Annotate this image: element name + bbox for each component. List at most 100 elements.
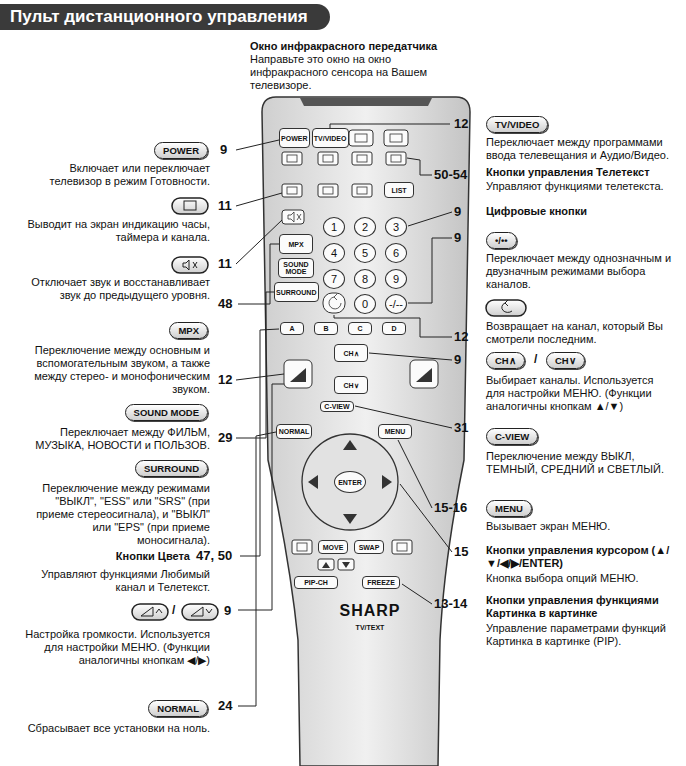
callout-number: 15 <box>454 544 468 559</box>
icon-button <box>352 184 372 197</box>
model-name: TV/TEXT <box>300 624 440 631</box>
description-text: Выводит на экран индикацию часы, таймера… <box>25 218 210 244</box>
description-text: Переключает между ФИЛЬМ, МУЗЫКА, НОВОСТИ… <box>20 426 210 452</box>
callout-number: 9 <box>220 142 227 157</box>
callout-number: 12 <box>454 329 468 344</box>
remote-button: CH∧ <box>334 344 368 362</box>
digit-button: 8 <box>354 269 376 289</box>
button-pill: MPX <box>169 322 208 339</box>
callout-number: 9 <box>454 352 461 367</box>
callout-number: 11 <box>218 198 232 213</box>
icon-pill <box>132 604 168 620</box>
remote-button: NORMAL <box>276 424 312 439</box>
leader-line <box>236 193 282 206</box>
description-text: Отключает звук и восстанавливает звук до… <box>25 276 210 302</box>
leader-line <box>408 212 452 226</box>
button-pill: CH∨ <box>546 352 585 369</box>
button-text: A <box>289 325 294 332</box>
remote-button: MOVE <box>318 540 348 554</box>
remote-button: SOUND MODE <box>278 258 314 278</box>
button-text: 1 <box>331 221 337 233</box>
leader-line <box>398 440 432 508</box>
digit-button: 5 <box>354 243 376 263</box>
icon-glyph <box>391 155 401 162</box>
description-text: Выбирает каналы. Используется для настро… <box>486 374 671 413</box>
remote-button: D <box>382 322 406 335</box>
ir-window <box>300 98 432 106</box>
leader-line <box>238 244 279 304</box>
icon-glyph <box>323 187 333 194</box>
icon-button <box>282 152 302 165</box>
button-text: ENTER <box>338 479 362 486</box>
icon-pill <box>132 198 526 620</box>
description-text: Переключает между однозначным и двузначн… <box>486 252 676 291</box>
description-text: Переключение между ВЫКЛ, ТЕМНЫЙ, СРЕДНИЙ… <box>486 450 671 476</box>
icon-glyph <box>323 155 333 162</box>
remote-button: LIST <box>384 182 414 198</box>
button-text: 4 <box>331 247 337 259</box>
digit-button: -/-- <box>385 294 407 314</box>
icon-button <box>410 360 438 388</box>
callout-number: 9 <box>224 603 231 618</box>
button-text: 2 <box>362 221 368 233</box>
icon-glyph <box>287 155 297 162</box>
cursor-pad <box>302 434 398 530</box>
heading-text: Окно инфракрасного передатчика <box>250 40 480 53</box>
digit-button: 0 <box>354 294 376 314</box>
button-text: SURROUND <box>144 463 199 474</box>
leader-line <box>238 384 284 610</box>
icon-button <box>384 130 408 146</box>
remote-button: TV/VIDEO <box>312 128 349 148</box>
cursor-arrow <box>382 475 392 489</box>
callout-number: 29 <box>218 430 232 445</box>
button-text: 5 <box>362 247 368 259</box>
cursor-arrow <box>308 475 318 489</box>
description-text: Переключение между режимами "ВЫКЛ", "ESS… <box>25 482 210 547</box>
description-text: Направьте это окно на окно инфракрасного… <box>250 53 465 92</box>
heading-text: Кнопки Цвета <box>25 550 190 563</box>
description-text: Управление параметрами функций Картинка … <box>486 622 671 648</box>
button-text: 6 <box>393 247 399 259</box>
button-pill: NORMAL <box>148 700 208 717</box>
icon-button <box>386 152 406 165</box>
remote-button: SWAP <box>354 540 384 554</box>
icon-pill <box>486 300 526 316</box>
leader-line <box>402 584 432 604</box>
remote-control: SHARPTV/TEXTPOWERTV/VIDEOLISTMPXSOUND MO… <box>258 95 474 766</box>
enter-button: ENTER <box>334 471 366 493</box>
remote-button: B <box>314 322 338 335</box>
callout-number: 12 <box>454 116 468 131</box>
button-pill: POWER <box>154 142 208 159</box>
callout-number: 47, 50 <box>196 548 232 563</box>
button-text: POWER <box>163 145 199 156</box>
button-text: SWAP <box>359 544 380 551</box>
button-text: FREEZE <box>367 579 395 586</box>
button-text: MENU <box>385 428 406 435</box>
button-text: MENU <box>495 503 523 514</box>
button-text: CH∧ <box>343 350 358 357</box>
leader-line <box>236 140 279 150</box>
pill-glyph <box>184 201 196 210</box>
remote-button: C-VIEW <box>320 401 354 412</box>
button-text: MPX <box>178 325 199 336</box>
remote-button: CH∨ <box>334 376 368 394</box>
description-text: Кнопка выбора опций МЕНЮ. <box>486 572 676 585</box>
page-title: Пульт дистанционного управления <box>0 4 330 30</box>
leader-line <box>407 158 432 175</box>
volume-glyph <box>322 562 330 568</box>
cursor-arrow <box>343 514 357 524</box>
description-text: Вызывает экран МЕНЮ. <box>486 520 676 533</box>
button-pill: MENU <box>486 500 532 517</box>
icon-button <box>318 184 338 197</box>
heading-text: Кнопки управления курсором (▲/▼/◀/▶/ENTE… <box>486 544 671 570</box>
remote-button: PIP-CH <box>294 576 338 589</box>
icon-glyph <box>329 294 341 309</box>
description-text: Переключение между основным и вспомогате… <box>25 344 210 396</box>
button-text: 8 <box>362 273 368 285</box>
remote-button: FREEZE <box>362 576 400 589</box>
icon-button <box>349 130 373 146</box>
description-text: Сбрасывает все установки на ноль. <box>25 722 210 735</box>
leader-line <box>236 124 452 706</box>
remote-button: C <box>348 322 372 335</box>
